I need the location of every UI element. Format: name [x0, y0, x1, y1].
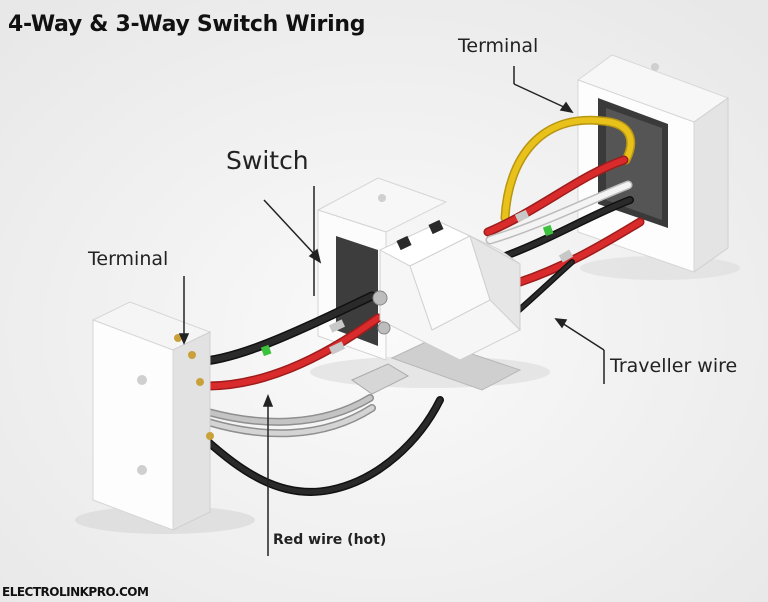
callouts	[178, 66, 605, 556]
brass-terminal-icon	[188, 351, 196, 359]
switch-body	[350, 219, 522, 395]
brass-terminal-icon	[196, 378, 204, 386]
left-terminal-box	[91, 301, 214, 531]
label-red-wire: Red wire (hot)	[273, 532, 387, 548]
diagram-title: 4-Way & 3-Way Switch Wiring	[8, 12, 366, 37]
brass-terminal-icon	[174, 334, 182, 342]
arrow-icon	[262, 393, 274, 407]
label-switch: Switch	[226, 146, 309, 175]
wire-connector	[350, 363, 410, 395]
label-terminal-right: Terminal	[458, 35, 539, 57]
brass-terminal-icon	[206, 432, 214, 440]
switch-slot	[396, 235, 412, 251]
terminal-screw-icon	[377, 321, 391, 335]
callout-line	[263, 199, 317, 257]
watermark-text: ELECTROLINKPRO.COM	[2, 585, 149, 599]
arrow-icon	[559, 101, 574, 114]
switch-slot	[428, 219, 444, 235]
arrow-icon	[308, 248, 322, 264]
callout-line	[561, 322, 605, 351]
arrow-icon	[554, 318, 568, 329]
screw-hole-icon	[137, 465, 147, 475]
right-terminal-box	[576, 54, 730, 273]
label-traveller-wire: Traveller wire	[610, 355, 738, 377]
screw-hole-icon	[651, 63, 659, 71]
screw-hole-icon	[378, 194, 386, 202]
arrow-icon	[178, 333, 190, 345]
label-terminal-left: Terminal	[88, 248, 169, 270]
callout-line	[513, 83, 567, 109]
screw-hole-icon	[137, 375, 147, 385]
terminal-screw-icon	[372, 290, 388, 306]
